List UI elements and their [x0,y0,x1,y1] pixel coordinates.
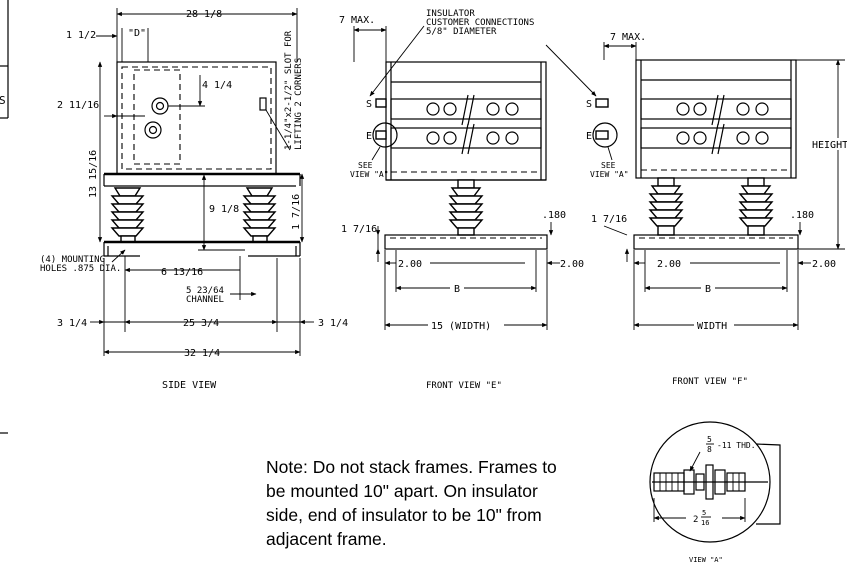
insulator-label-1: INSULATOR [426,9,475,19]
dim-9-1-8: 9 1/8 [209,204,239,215]
label-e-f: E [586,131,592,142]
dim-b-e: B [454,284,460,295]
label-s-e: S [366,99,372,110]
dim-4-1-4: 4 1/4 [202,80,232,91]
front-f-insulator-left [648,177,684,236]
dim-1-7-16-f: 1 7/16 [591,214,627,225]
dim-a-den: 16 [701,519,709,527]
slot-note-line-2: LIFTING 2 CORNERS [294,58,304,150]
see-view-label-f: VIEW "A" [590,170,629,179]
bus-circles-e [426,102,519,145]
side-view: 28 1/8 1 1/2 "D" 4 1/4 2 11/16 1-1/4"x2-… [40,8,348,391]
dim-height: HEIGHT [812,140,847,151]
dim-a-whole: 2 [693,515,698,525]
mounting-holes-line-2: HOLES .875 DIA. [40,264,121,274]
dim-2-right-f: 2.00 [812,259,836,270]
thread-spec: -11 THD. [717,441,756,450]
side-insulator-left [110,187,145,243]
mounting-holes-line-1: (4) MOUNTING [40,255,105,265]
dim-7-max-f: 7 MAX. [610,32,646,43]
see-view-label-e: VIEW "A" [350,170,389,179]
dim-1-1-2: 1 1/2 [66,30,96,41]
margin-label: S [0,94,6,107]
dim-2-right-e: 2.00 [560,259,584,270]
label-e-e: E [366,131,372,142]
side-view-caption: SIDE VIEW [162,380,217,391]
label-s-f: S [586,99,592,110]
front-view-f: 7 MAX. S E SEE VIEW "A" [545,32,847,387]
dim-1-7-16: 1 7/16 [291,194,302,230]
dim-1-7-16-e: 1 7/16 [341,224,377,235]
channel-label: CHANNEL [186,295,224,305]
dim-width-e: 15 (WIDTH) [431,321,491,332]
dim-32-1-4: 32 1/4 [184,348,220,359]
front-view-f-caption: FRONT VIEW "F" [672,377,748,387]
thread-num: 5 [707,435,712,444]
dim-180-f: .180 [790,210,814,221]
dim-2-left-e: 2.00 [398,259,422,270]
side-insulator-right [242,187,277,243]
dim-2-11-16: 2 11/16 [57,100,99,111]
dim-width-f: WIDTH [697,321,727,332]
dim-180-e: .180 [542,210,566,221]
dim-d: "D" [128,28,146,39]
insulator-label-2: CUSTOMER CONNECTIONS [426,18,534,28]
margin-marks: S [0,0,9,434]
dim-3-1-4-left: 3 1/4 [57,318,87,329]
front-view-e-caption: FRONT VIEW "E" [426,381,502,391]
see-label-e: SEE [358,161,373,170]
insulator-label-3: 5/8" DIAMETER [426,27,497,37]
thread-den: 8 [707,445,712,454]
slot-note-line-1: 1-1/4"x2-1/2" SLOT FOR [284,30,294,150]
installation-note: Note: Do not stack frames. Frames to be … [266,457,557,549]
dim-2-left-f: 2.00 [657,259,681,270]
dim-3-1-4-right: 3 1/4 [318,318,348,329]
channel-size: 5 23/64 [186,286,224,296]
dim-6-13-16: 6 13/16 [161,267,203,278]
dim-7-max-e: 7 MAX. [339,15,375,26]
view-a: 5 8 -11 THD. 2 5 16 VIEW "A" [649,421,781,564]
dim-b-f: B [705,284,711,295]
front-f-insulator-right [738,177,774,236]
front-e-insulator [448,179,484,236]
dim-13-15-16: 13 15/16 [88,150,99,198]
see-label-f: SEE [601,161,616,170]
view-a-caption: VIEW "A" [689,556,723,564]
dim-28-1-8: 28 1/8 [186,9,222,20]
dim-a-num: 5 [702,509,706,517]
front-view-e: 7 MAX. INSULATOR CUSTOMER CONNECTIONS 5/… [339,9,584,391]
bus-circles-f [676,102,769,145]
dim-25-3-4: 25 3/4 [183,318,219,329]
